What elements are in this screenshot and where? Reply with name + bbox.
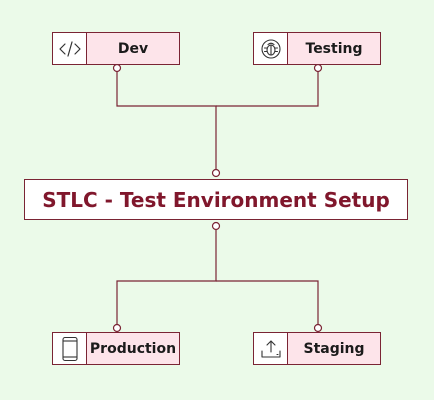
connector-dot-testing bbox=[313, 63, 323, 73]
connector-dev bbox=[116, 68, 217, 172]
upload-icon bbox=[254, 333, 288, 364]
connector-testing bbox=[216, 68, 319, 107]
connector-dot-center-bottom bbox=[211, 221, 221, 231]
bug-icon bbox=[254, 33, 288, 64]
connector-production bbox=[116, 227, 217, 328]
connector-dot-staging bbox=[313, 323, 323, 333]
node-production-label: Production bbox=[89, 340, 177, 357]
node-staging-label: Staging bbox=[303, 340, 365, 357]
node-dev-label: Dev bbox=[117, 40, 149, 57]
connector-staging bbox=[216, 280, 319, 328]
node-testing-label: Testing bbox=[305, 40, 363, 57]
node-dev: Dev bbox=[52, 32, 180, 65]
node-testing: Testing bbox=[253, 32, 381, 65]
node-staging: Staging bbox=[253, 332, 381, 365]
central-topic-box: STLC - Test Environment Setup bbox=[24, 179, 408, 220]
connector-dot-production bbox=[112, 323, 122, 333]
node-production: Production bbox=[52, 332, 180, 365]
mobile-phone-icon bbox=[53, 333, 87, 364]
connector-dot-center-top bbox=[211, 168, 221, 178]
central-topic-title: STLC - Test Environment Setup bbox=[42, 187, 390, 212]
connector-dot-dev bbox=[112, 63, 122, 73]
code-icon bbox=[53, 33, 87, 64]
